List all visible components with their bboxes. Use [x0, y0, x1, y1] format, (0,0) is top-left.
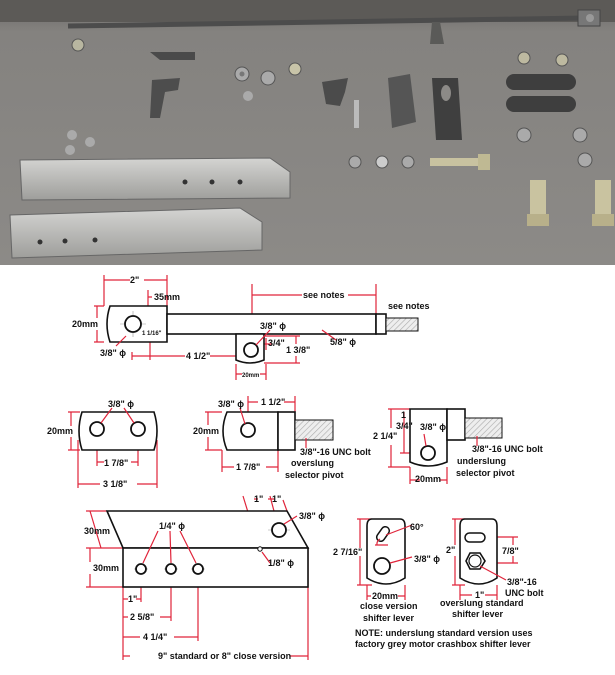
bolt-line-2: UNC bolt: [505, 588, 544, 598]
dim-d1: 1": [128, 594, 137, 604]
title-line-1: underslung: [457, 456, 506, 466]
dim-small-holes: 1/4" ϕ: [159, 521, 185, 531]
dim-d3: 4 1/4": [143, 632, 167, 642]
bolt-label: 3/8"-16 UNC bolt: [300, 447, 371, 457]
bracket-drawing: 30mm 30mm 1/4" ϕ 3/8" ϕ 1" 1" 1/8" ϕ 1" …: [84, 494, 325, 661]
dim-tab-hole-height: 3/4": [268, 338, 285, 348]
dim-top-height: 30mm: [84, 526, 110, 536]
dim-height: 20mm: [193, 426, 219, 436]
dim-length: 3 1/8": [103, 479, 127, 489]
dim-width: 20mm: [415, 474, 441, 484]
dim-height: 20mm: [47, 426, 73, 436]
dim-offset: 1 1/2": [261, 397, 285, 407]
dim-spacing: 7/8": [502, 546, 519, 556]
bolt-label: 3/8"-16 UNC bolt: [472, 444, 543, 454]
dim-width: 20mm: [372, 591, 398, 601]
title-line-2: selector pivot: [285, 470, 344, 480]
dim-spacing-1: 1": [254, 494, 263, 504]
dim-big-hole: 3/8" ϕ: [299, 511, 325, 521]
dim-rod-dia: 5/8" ϕ: [330, 337, 356, 347]
photo-brackets: [9, 157, 291, 259]
title-line-2: shifter lever: [363, 613, 415, 623]
photo-rod: [67, 9, 601, 44]
dim-rod-length: see notes: [303, 290, 345, 300]
link-plate-drawing: 3/8" ϕ 20mm 1 7/8" 3 1/8": [47, 399, 158, 489]
dim-height: 2 7/16": [333, 547, 362, 557]
dim-bottom-height: 30mm: [93, 563, 119, 573]
dim-plate-width: 35mm: [154, 292, 180, 302]
dim-angle: 60°: [410, 522, 424, 532]
dim-height: 2": [446, 545, 455, 555]
note-line-2: factory grey motor crashbox shifter leve…: [355, 639, 531, 649]
dim-d2: 2 5/8": [130, 612, 154, 622]
dim-spacing: 1 7/8": [104, 458, 128, 468]
bolt-line-1: 3/8"-16: [507, 577, 537, 587]
dim-length: 1 7/8": [236, 462, 260, 472]
title-line-1: close version: [360, 601, 418, 611]
title-line-2: shifter lever: [452, 609, 504, 619]
dim-offset-a: 1: [401, 410, 406, 420]
dim-tab-width: 20mm: [242, 373, 259, 379]
dim-pin-hole: 1/8" ϕ: [268, 558, 294, 568]
note: NOTE: underslung standard version uses f…: [355, 628, 533, 649]
photo-small-parts: [65, 38, 614, 226]
dim-hole: 3/8" ϕ: [420, 422, 446, 432]
dim-spacing-2: 1": [272, 494, 281, 504]
dim-holes: 3/8" ϕ: [108, 399, 134, 409]
dim-height: 20mm: [72, 319, 98, 329]
parts-photo: [0, 0, 615, 265]
rod-assembly-drawing: 2" 35mm 20mm 3/8" ϕ 1 1/16" 4 1/2" 3/8" …: [72, 275, 430, 380]
overslung-lever-drawing: 2" 7/8" 3/8"-16 UNC bolt 1" overslung st…: [440, 518, 544, 619]
dim-thread: see notes: [388, 301, 430, 311]
note-line-1: NOTE: underslung standard version uses: [355, 628, 533, 638]
dim-tab-height: 1 3/8": [286, 345, 310, 355]
dim-width: 1": [475, 590, 484, 600]
close-lever-drawing: 60° 2 7/16" 3/8" ϕ 20mm close version sh…: [333, 518, 440, 623]
title-line-1: overslung: [291, 458, 334, 468]
dim-hole: 3/8" ϕ: [218, 399, 244, 409]
dim-tab-offset: 4 1/2": [186, 351, 210, 361]
title-line-1: overslung standard: [440, 598, 524, 608]
title-line-2: selector pivot: [456, 468, 515, 478]
dim-offset-b: 3/4": [396, 421, 413, 431]
dim-overall: 2": [130, 275, 139, 285]
dim-plate-hole: 3/8" ϕ: [100, 348, 126, 358]
dim-length: 9" standard or 8" close version: [158, 651, 291, 661]
overslung-pivot-drawing: 3/8" ϕ 1 1/2" 20mm 3/8"-16 UNC bolt 1 7/…: [193, 396, 371, 480]
underslung-pivot-drawing: 1 3/4" 2 1/4" 3/8" ϕ 3/8"-16 UNC bolt un…: [373, 408, 543, 484]
dim-height: 2 1/4": [373, 431, 397, 441]
dim-hole-offset: 1 1/16": [142, 331, 162, 337]
dim-tab-hole: 3/8" ϕ: [260, 321, 286, 331]
dim-hole: 3/8" ϕ: [414, 554, 440, 564]
